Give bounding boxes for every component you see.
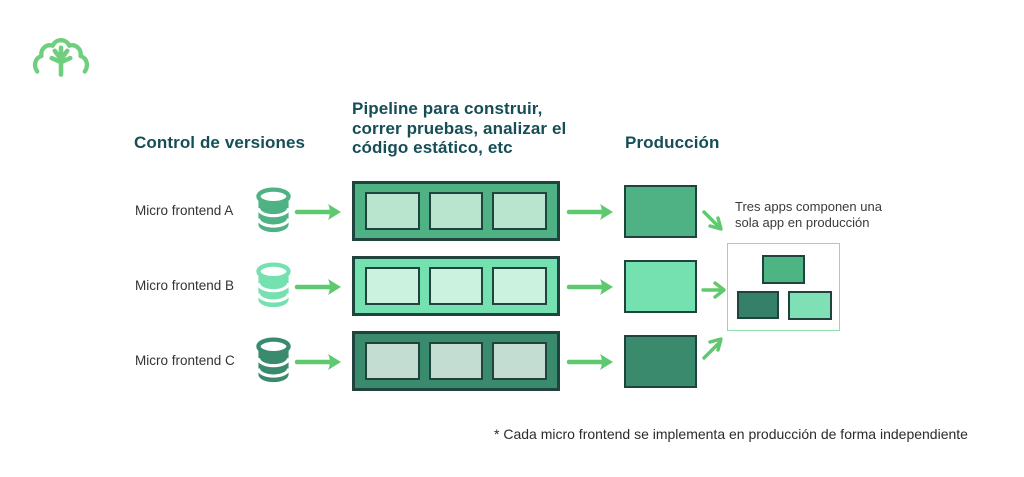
- database-icon: [256, 262, 291, 308]
- arrow-right-icon: [294, 204, 341, 220]
- arrow-right-icon: [566, 354, 613, 370]
- production-app-box: [624, 260, 697, 313]
- arrow-right-icon: [294, 279, 341, 295]
- pipeline-box: [352, 256, 560, 316]
- header-version-control: Control de versiones: [134, 133, 306, 152]
- header-production: Producción: [625, 133, 720, 152]
- pipeline-box: [352, 181, 560, 241]
- pipeline-stage: [492, 267, 548, 305]
- arrow-right-icon: [566, 204, 613, 220]
- pipeline-stage: [365, 192, 420, 230]
- composed-app-caption: Tres apps componen una sola app en produ…: [735, 199, 882, 230]
- row-micro-frontend-b: Micro frontend B: [0, 256, 1024, 316]
- production-app-box: [624, 335, 697, 388]
- arrow-right-icon: [566, 279, 613, 295]
- pipeline-stage: [428, 192, 484, 230]
- pipeline-stage: [365, 342, 420, 380]
- arrow-down-right-icon: [702, 210, 723, 231]
- mini-app-bottom-right: [788, 291, 832, 320]
- arrow-right-icon: [294, 354, 341, 370]
- pipeline-stage: [365, 267, 420, 305]
- row-micro-frontend-c: Micro frontend C: [0, 331, 1024, 391]
- arrow-right-icon: [701, 281, 726, 299]
- cloud-tree-logo-icon: [32, 38, 90, 77]
- footnote: * Cada micro frontend se implementa en p…: [494, 426, 968, 442]
- mini-app-bottom-left: [737, 291, 779, 319]
- row-micro-frontend-a: Micro frontend A: [0, 181, 1024, 241]
- production-app-box: [624, 185, 697, 238]
- pipeline-box: [352, 331, 560, 391]
- database-icon: [256, 187, 291, 233]
- pipeline-stage: [492, 192, 548, 230]
- arrow-up-right-icon: [702, 337, 723, 360]
- pipeline-stage: [492, 342, 548, 380]
- row-label: Micro frontend C: [135, 353, 235, 368]
- row-label: Micro frontend A: [135, 203, 234, 218]
- composed-app-box: [727, 243, 840, 331]
- mini-app-top: [762, 255, 805, 284]
- pipeline-stage: [428, 342, 484, 380]
- row-label: Micro frontend B: [135, 278, 235, 293]
- pipeline-stage: [428, 267, 484, 305]
- header-pipeline: Pipeline para construir, correr pruebas,…: [352, 99, 567, 157]
- database-icon: [256, 337, 291, 383]
